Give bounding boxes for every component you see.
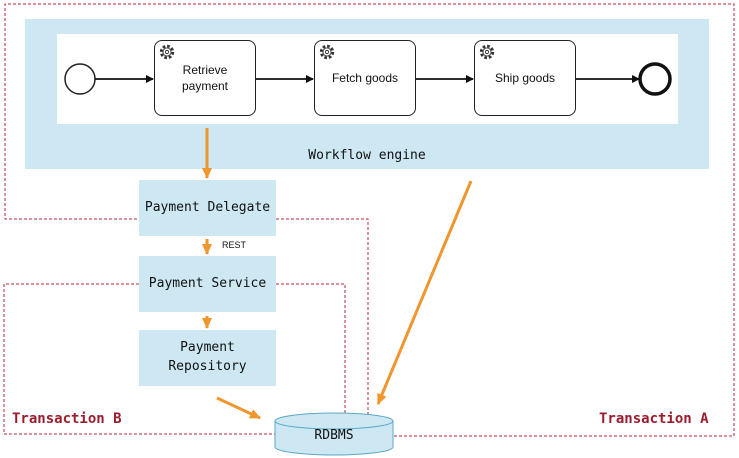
rdbms-database bbox=[274, 412, 394, 456]
transaction-b-label: Transaction B bbox=[12, 411, 122, 427]
engine-db-arrow bbox=[376, 180, 473, 405]
rdbms-label: RDBMS bbox=[314, 428, 354, 443]
task-label: Fetch goods bbox=[331, 70, 399, 85]
workflow-engine-label: Workflow engine bbox=[308, 148, 426, 163]
transaction-a-border bbox=[4, 3, 735, 437]
task-fetch-goods[interactable]: Fetch goods bbox=[314, 40, 416, 116]
transaction-b-border bbox=[3, 283, 275, 435]
task-label: Ship goods bbox=[494, 70, 556, 85]
transaction-b-border-right bbox=[276, 283, 346, 420]
end-event[interactable] bbox=[638, 62, 672, 96]
gear-icon bbox=[159, 44, 175, 60]
call-arrow bbox=[216, 396, 261, 420]
task-retrieve-payment[interactable]: Retrieve payment bbox=[154, 40, 256, 116]
rest-label: REST bbox=[222, 240, 247, 250]
transaction-a-label: Transaction A bbox=[599, 411, 709, 427]
task-label: Retrieve payment bbox=[181, 62, 229, 93]
start-event[interactable] bbox=[64, 63, 96, 95]
task-ship-goods[interactable]: Ship goods bbox=[474, 40, 576, 116]
payment-service-box: Payment Service bbox=[139, 256, 276, 312]
payment-delegate-box: Payment Delegate bbox=[139, 180, 276, 236]
gear-icon bbox=[319, 44, 335, 60]
payment-repository-box: Payment Repository bbox=[139, 330, 276, 386]
gear-icon bbox=[479, 44, 495, 60]
